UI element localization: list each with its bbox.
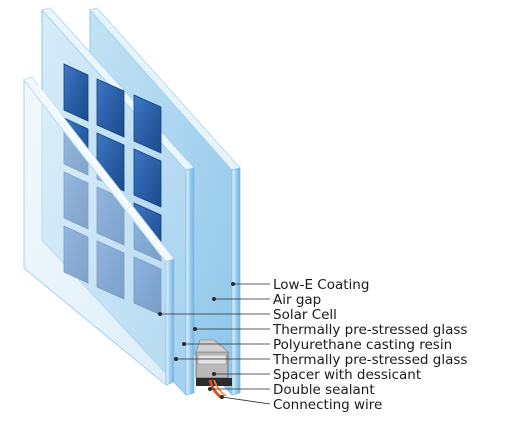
- solar-cell: [133, 148, 162, 208]
- label-polyurethane-casting-resin: Polyurethane casting resin: [273, 337, 452, 353]
- label-air-gap: Air gap: [273, 292, 321, 308]
- label-double-sealant: Double sealant: [273, 382, 375, 398]
- label-connecting-wire: Connecting wire: [273, 397, 382, 413]
- spacer-assembly: [195, 339, 232, 386]
- front-glass-pane: [23, 76, 175, 387]
- label-spacer-with-dessicant: Spacer with dessicant: [273, 367, 421, 383]
- label-solar-cell: Solar Cell: [273, 307, 337, 323]
- solar-cell: [133, 94, 162, 154]
- leader-lines: [157, 281, 271, 405]
- solar-cell: [96, 78, 125, 138]
- solar-cell: [63, 63, 89, 122]
- label-thermally-pre-stressed-glass-2: Thermally pre-stressed glass: [272, 352, 467, 368]
- label-thermally-pre-stressed-glass-1: Thermally pre-stressed glass: [272, 322, 467, 338]
- label-low-e-coating: Low-E Coating: [273, 277, 369, 293]
